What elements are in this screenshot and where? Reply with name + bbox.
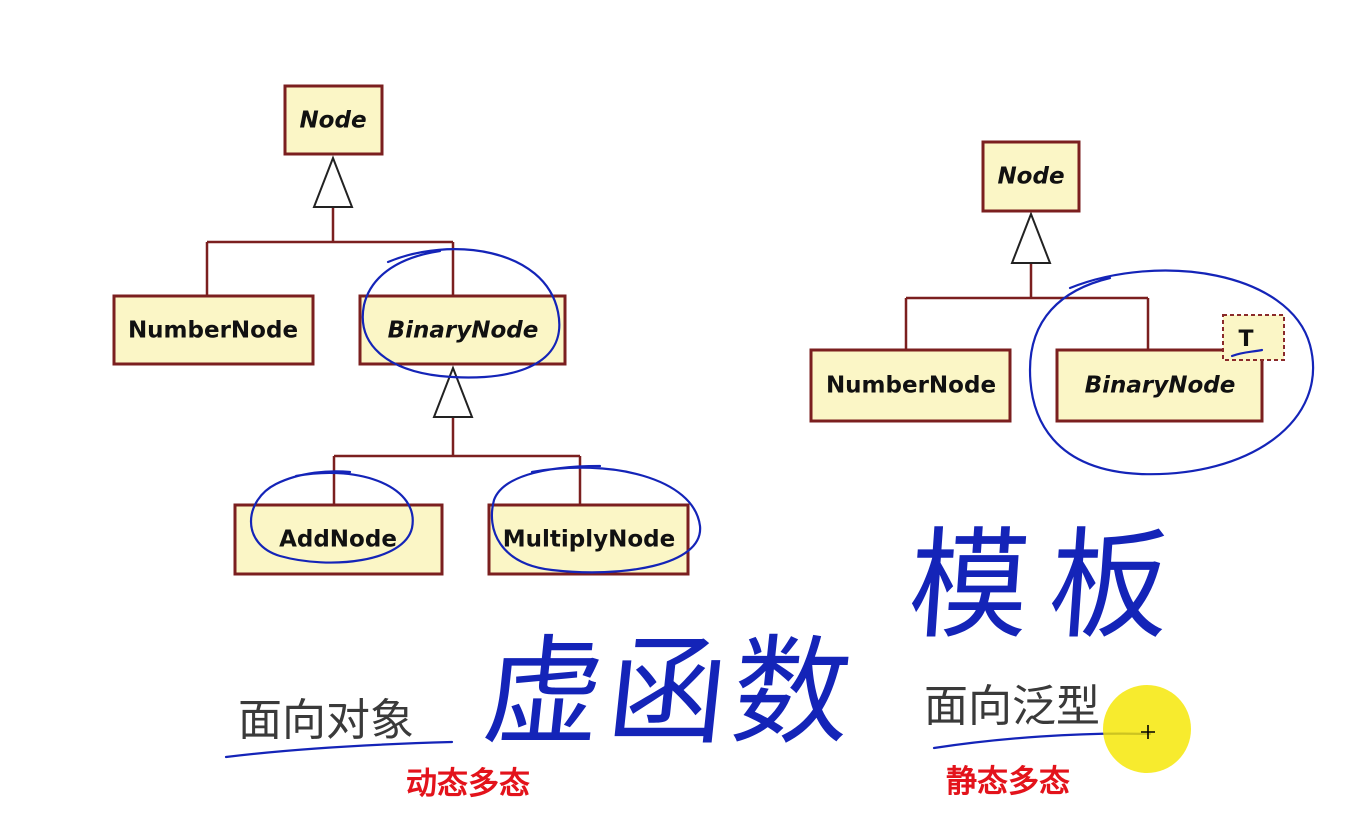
left-hierarchy: Node NumberNode BinaryNode AddNode Multi… (112, 84, 690, 576)
handwritten-template: 模板 (904, 517, 1195, 656)
right-binarynode-label: BinaryNode (1085, 373, 1236, 399)
template-param-label: T (1238, 327, 1253, 352)
left-numbernode-label: NumberNode (128, 318, 298, 344)
left-node-box (283, 84, 384, 156)
handwritten-virtual-function: 虚函数 (477, 623, 865, 761)
circle-right-binarynode (1028, 269, 1315, 476)
right-node-box (981, 140, 1081, 213)
left-inherit-arrow-bottom (432, 365, 474, 418)
right-numbernode-label: NumberNode (826, 373, 996, 399)
right-numbernode-box (809, 348, 1012, 423)
circle-multiplynode (490, 464, 702, 574)
right-inherit-arrow (1010, 211, 1052, 264)
left-inherit-arrow-top (312, 155, 354, 208)
right-connector (904, 264, 1150, 350)
left-numbernode-box (112, 294, 315, 366)
addnode-label: AddNode (279, 527, 397, 553)
multiplynode-label: MultiplyNode (503, 527, 675, 553)
ink-tick-template (1230, 348, 1264, 358)
right-hierarchy: Node NumberNode BinaryNode T (809, 140, 1285, 423)
circle-addnode (249, 470, 414, 564)
left-binarynode-label: BinaryNode (388, 318, 539, 344)
caption-oop: 面向对象 (238, 695, 414, 746)
left-connector-bottom (332, 418, 582, 505)
circle-left-binarynode (361, 248, 561, 379)
caption-generic: 面向泛型 (924, 681, 1100, 732)
left-node-label: Node (299, 108, 366, 134)
tag-static-polymorphism: 静态多态 (946, 764, 1070, 800)
left-binarynode-box (358, 294, 567, 366)
template-param-box (1222, 314, 1285, 361)
tag-dynamic-polymorphism: 动态多态 (406, 766, 530, 802)
cursor-crosshair-icon (1141, 725, 1155, 739)
right-node-label: Node (997, 164, 1064, 190)
right-binarynode-box (1055, 348, 1264, 423)
cursor-highlight (1103, 685, 1191, 773)
underline-oop (224, 740, 454, 759)
left-connector-top (205, 208, 455, 297)
